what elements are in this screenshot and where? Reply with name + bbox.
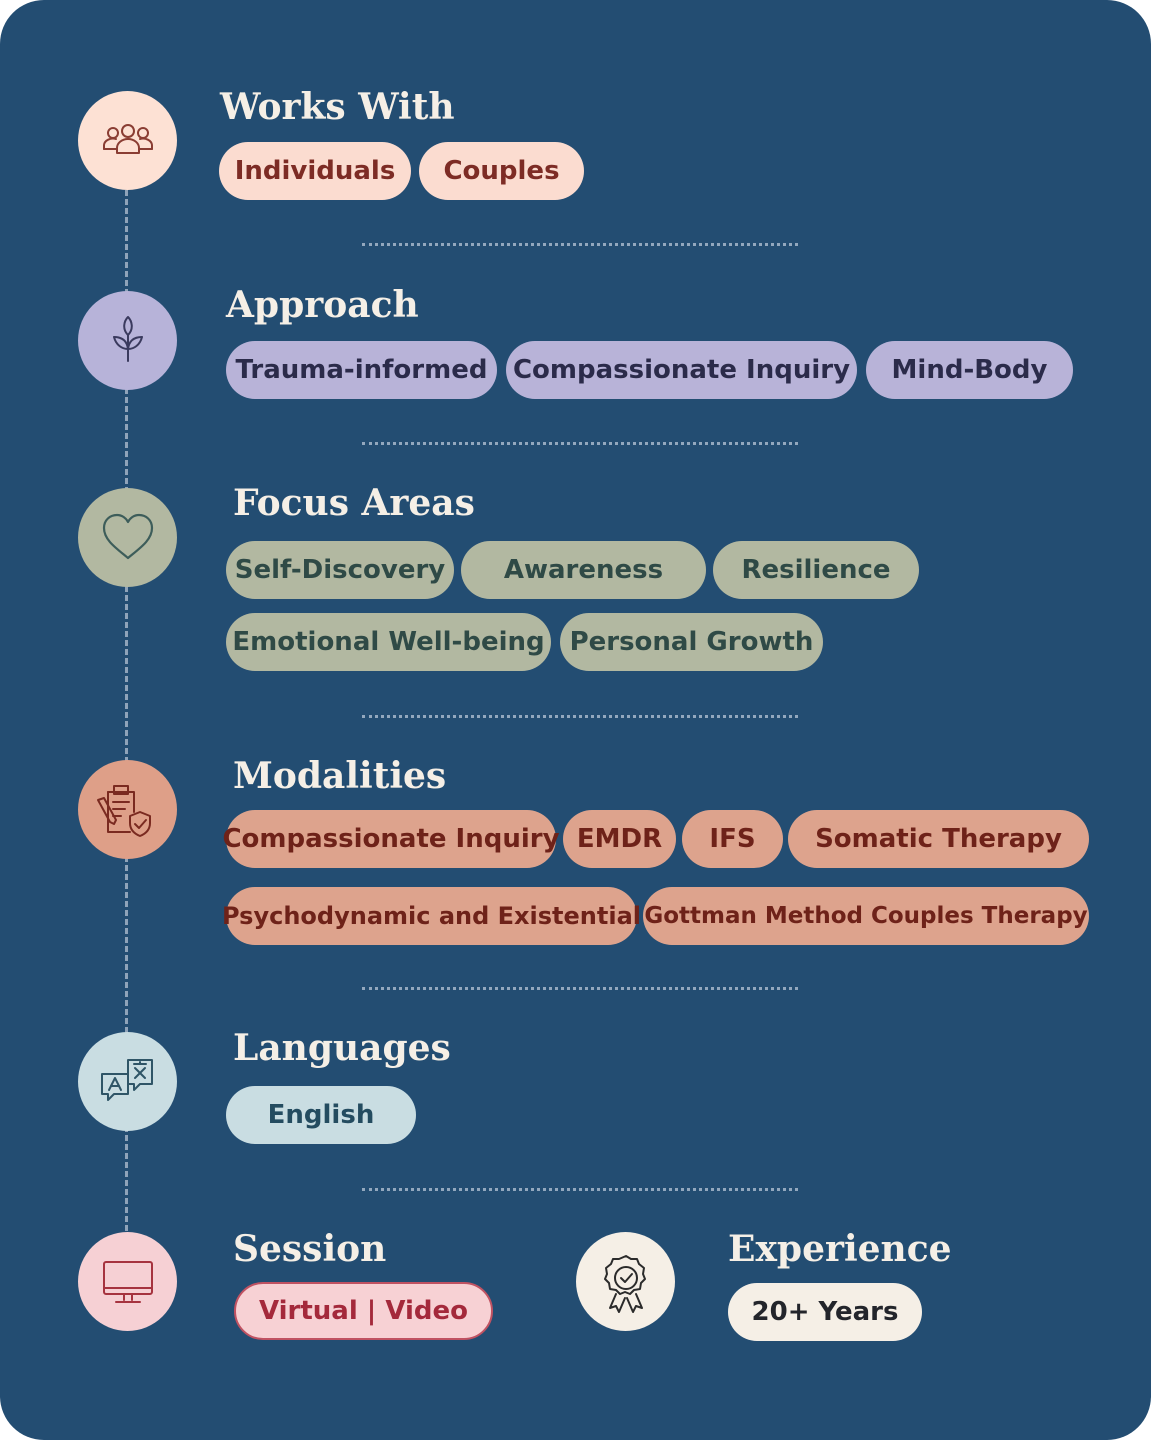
pill-works-with: Individuals — [219, 142, 411, 200]
heart-icon — [78, 488, 177, 587]
pill-experience: 20+ Years — [728, 1283, 922, 1341]
section-divider — [362, 1188, 798, 1191]
section-title-languages: Languages — [233, 1027, 451, 1069]
pill-modality: EMDR — [563, 810, 676, 868]
section-title-approach: Approach — [226, 284, 419, 326]
section-divider — [362, 715, 798, 718]
pill-approach: Mind-Body — [866, 341, 1073, 399]
pill-works-with: Couples — [419, 142, 584, 200]
pill-focus: Emotional Well-being — [226, 613, 551, 671]
section-divider — [362, 987, 798, 990]
pill-modality: Gottman Method Couples Therapy — [643, 887, 1089, 945]
pill-focus: Personal Growth — [560, 613, 823, 671]
section-title-session: Session — [233, 1228, 387, 1270]
section-title-modalities: Modalities — [233, 755, 447, 797]
pill-modality: IFS — [682, 810, 783, 868]
monitor-icon — [78, 1232, 177, 1331]
pill-modality: Psychodynamic and Existential — [222, 887, 641, 945]
pill-modality: Compassionate Inquiry — [222, 810, 560, 868]
section-divider — [362, 442, 798, 445]
pill-focus: Resilience — [713, 541, 919, 599]
leaf-sprout-icon — [78, 291, 177, 390]
section-title-works-with: Works With — [220, 86, 455, 128]
timeline-connector — [125, 190, 128, 1240]
pill-modality: Somatic Therapy — [788, 810, 1089, 868]
translate-icon — [78, 1032, 177, 1131]
award-badge-icon — [576, 1232, 675, 1331]
section-divider — [362, 243, 798, 246]
section-title-focus-areas: Focus Areas — [233, 482, 475, 524]
pill-approach: Trauma-informed — [226, 341, 497, 399]
pill-session: Virtual | Video — [234, 1282, 493, 1340]
pill-focus: Self-Discovery — [226, 541, 454, 599]
people-group-icon — [78, 91, 177, 190]
pill-focus: Awareness — [461, 541, 706, 599]
section-title-experience: Experience — [728, 1228, 952, 1270]
pill-language: English — [226, 1086, 416, 1144]
pill-approach: Compassionate Inquiry — [506, 341, 857, 399]
clipboard-shield-icon — [78, 760, 177, 859]
